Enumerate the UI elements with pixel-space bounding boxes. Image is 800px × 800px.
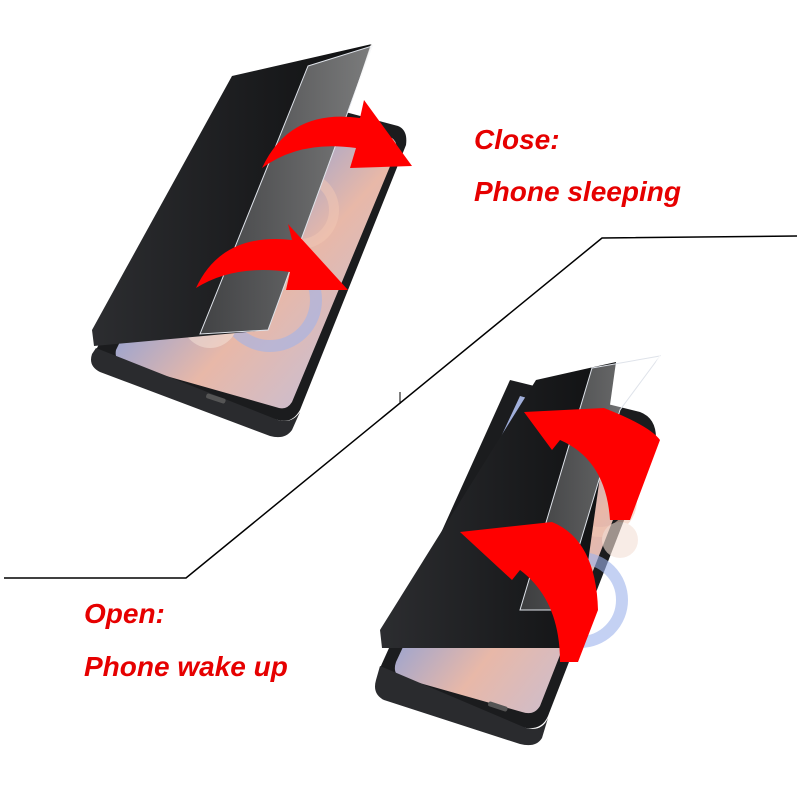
close-caption-description: Phone sleeping: [474, 176, 681, 207]
open-caption-description: Phone wake up: [84, 651, 288, 682]
curved-arrow-up-icon: [460, 522, 598, 662]
curved-arrow-up-icon: [524, 408, 660, 520]
curved-arrow-right-icon: [196, 224, 348, 290]
close-caption-title: Close:: [474, 124, 560, 155]
open-caption-title: Open:: [84, 598, 165, 629]
curved-arrow-right-icon: [262, 100, 412, 168]
section-divider: [4, 235, 798, 579]
phone-case-closing: [91, 43, 407, 438]
